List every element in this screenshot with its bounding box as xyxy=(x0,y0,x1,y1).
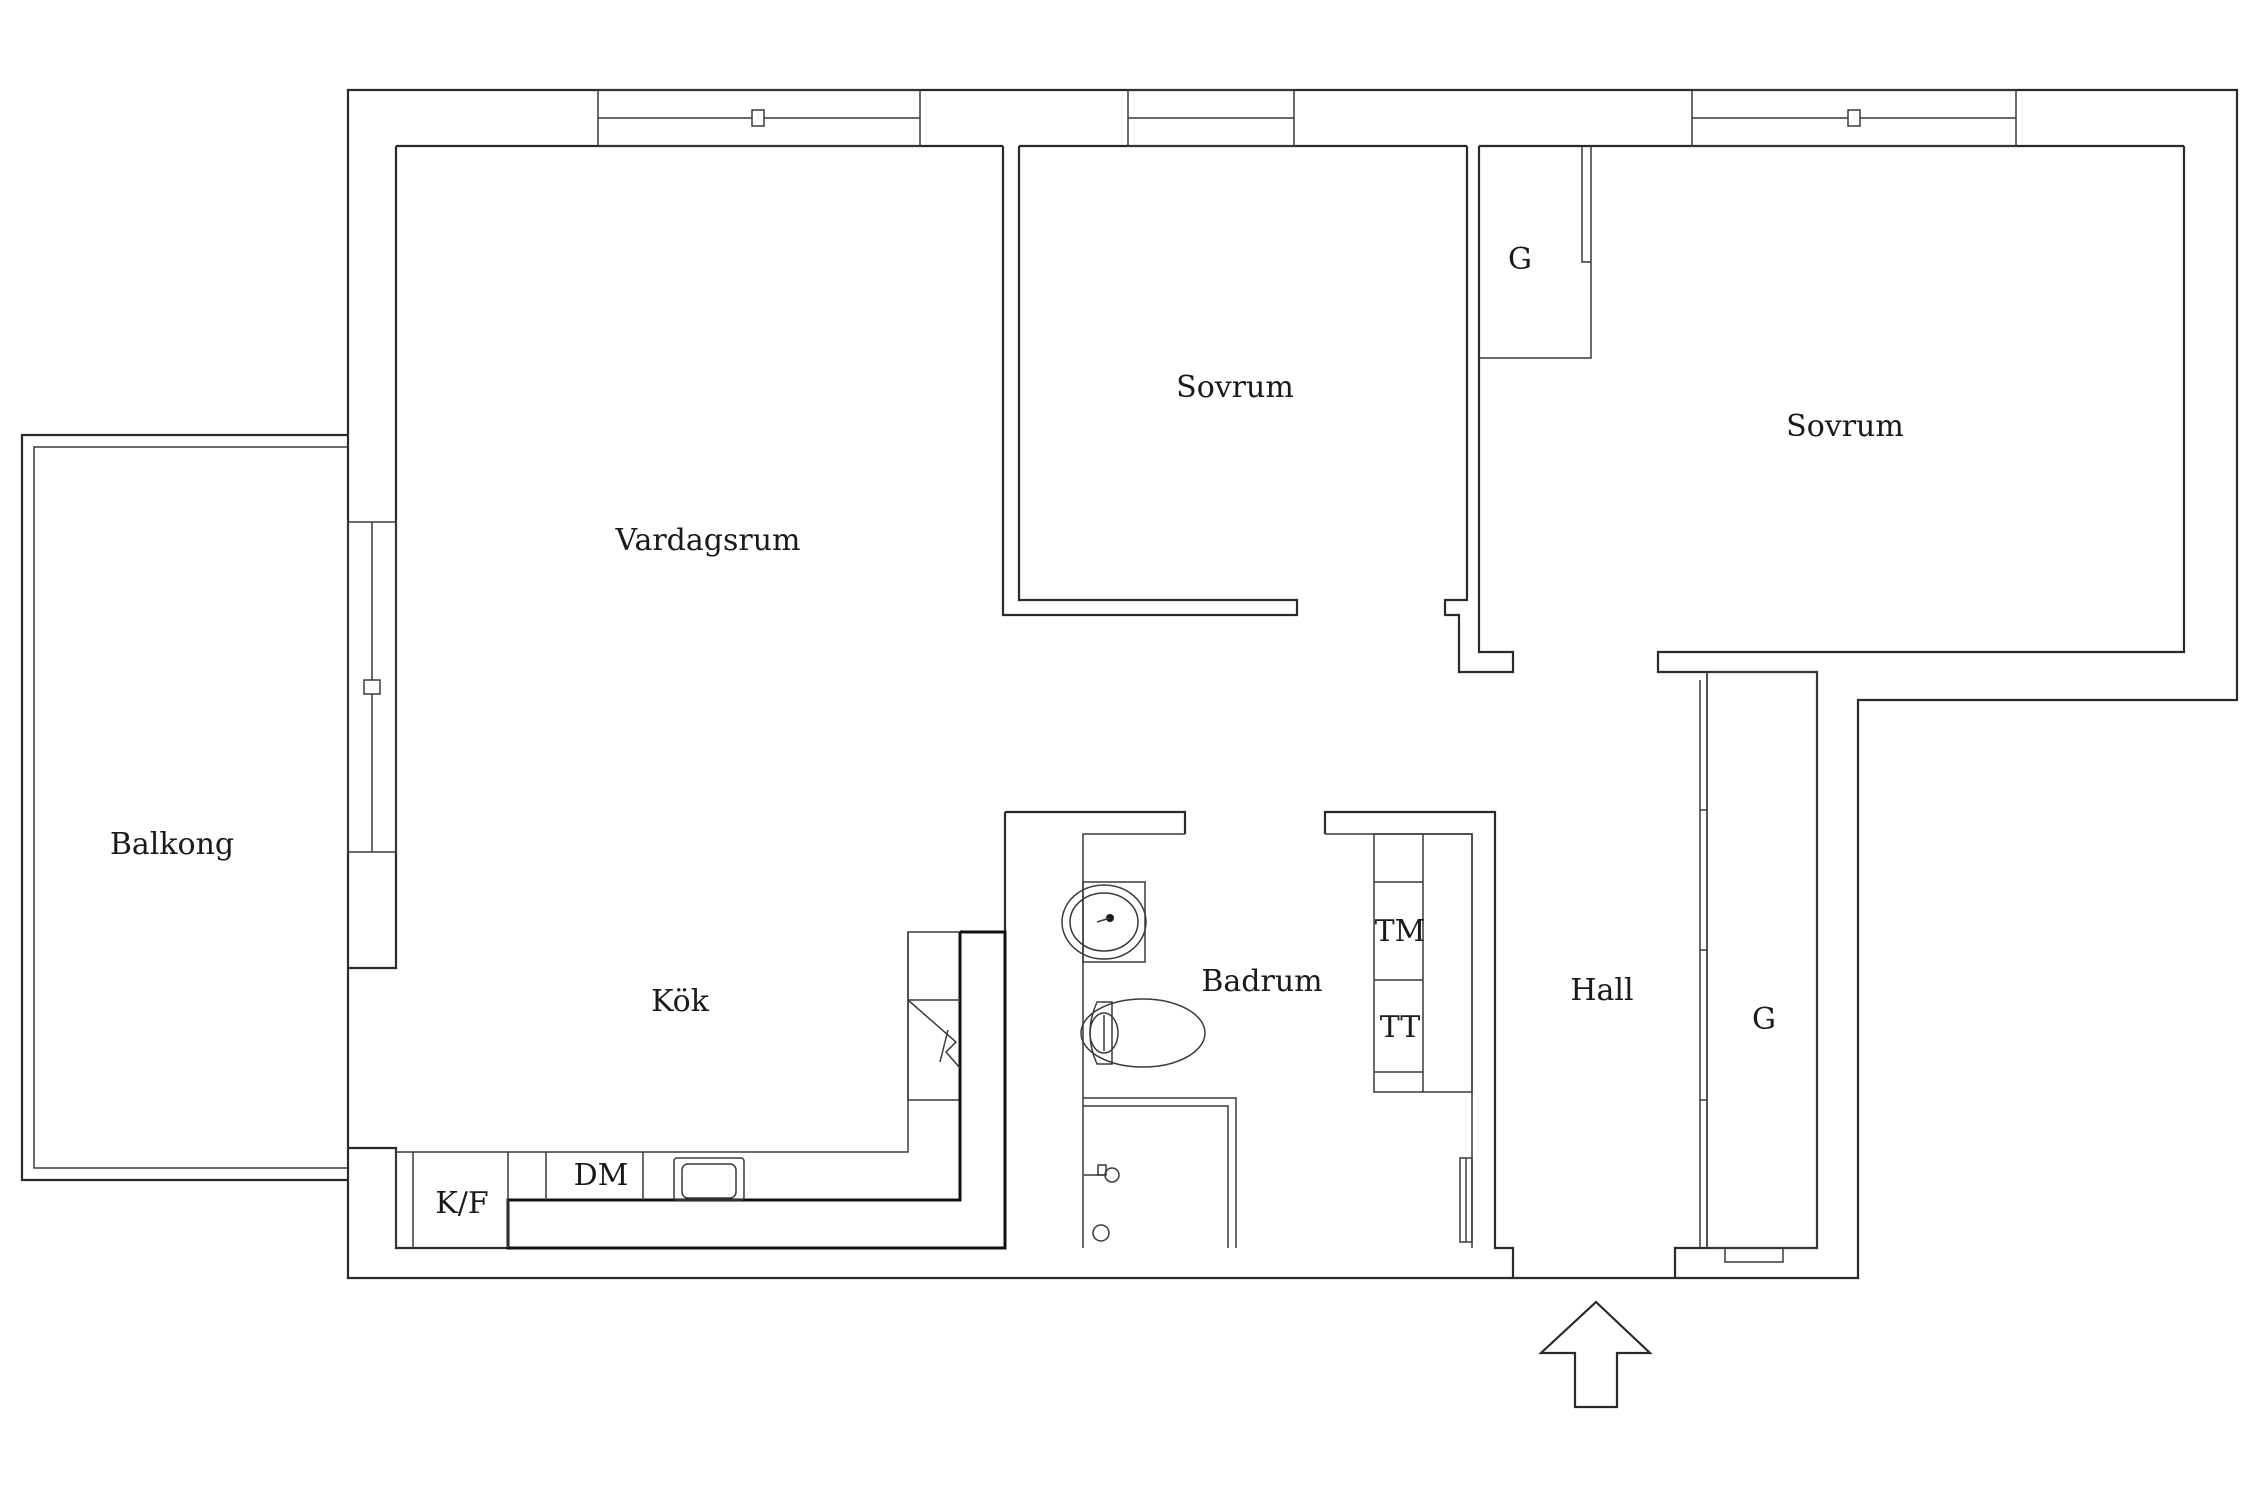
cooker-hood-icon xyxy=(907,999,961,1069)
toilet-icon xyxy=(1080,998,1206,1068)
fridge-freezer-label: K/F xyxy=(435,1186,488,1221)
balcony-door xyxy=(347,521,397,853)
dishwasher-label: DM xyxy=(574,1158,629,1193)
bathroom-label: Badrum xyxy=(1201,964,1322,999)
kitchen-counter xyxy=(395,930,1007,1250)
washing-machine-label: TM xyxy=(1375,914,1426,949)
laundry-units xyxy=(1373,833,1473,1093)
washbasin-icon xyxy=(1061,881,1147,963)
dryer-label: TT xyxy=(1380,1010,1421,1045)
sink-icon xyxy=(673,1157,745,1201)
radiator-icon xyxy=(1459,1157,1473,1243)
wardrobe-bedroom2-label: G xyxy=(1508,242,1532,277)
shower-area xyxy=(1083,1097,1237,1248)
living-room-label: Vardagsrum xyxy=(615,523,801,558)
wardrobe-hall-label: G xyxy=(1752,1002,1776,1037)
hall-label: Hall xyxy=(1570,973,1633,1008)
kitchen-label: Kök xyxy=(651,984,710,1019)
entrance-arrow-icon xyxy=(1538,1300,1653,1409)
bedroom1-label: Sovrum xyxy=(1176,370,1294,405)
bedroom1-walls xyxy=(1001,146,1515,674)
bedroom2-label: Sovrum xyxy=(1786,409,1904,444)
balcony xyxy=(20,433,348,1182)
wardrobe-hall xyxy=(1699,671,1818,1263)
wardrobe-bedroom2 xyxy=(1479,146,1592,359)
windows-top xyxy=(597,89,2017,147)
balcony-label: Balkong xyxy=(110,827,234,862)
outer-walls xyxy=(346,88,2239,1280)
